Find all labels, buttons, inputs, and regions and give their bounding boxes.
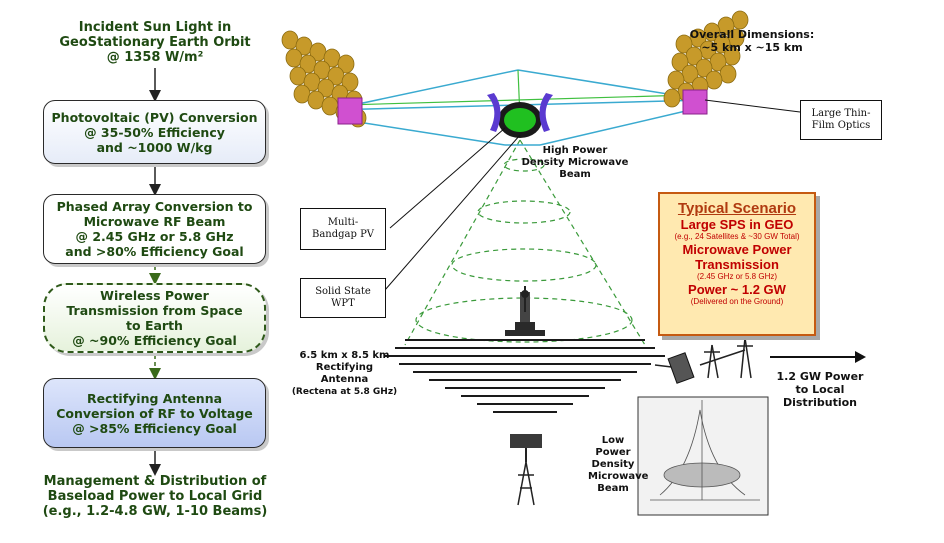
dimensions-line-2: ~5 km x ~15 km — [701, 41, 803, 54]
mirror-element — [667, 70, 685, 90]
left-reflector — [487, 93, 501, 132]
top-tower — [521, 286, 529, 312]
flow-bottom-text: Management & Distribution of Baseload Po… — [30, 474, 280, 519]
bottom-line-2: Baseload Power to Local Grid — [47, 489, 263, 504]
dimensions-line-1: Overall Dimensions: — [689, 28, 815, 41]
top-line-2: GeoStationary Earth Orbit — [59, 35, 251, 50]
box2-line-2: Microwave RF Beam — [83, 214, 226, 229]
pv-conversion-box: Photovoltaic (PV) Conversion @ 35-50% Ef… — [43, 100, 266, 164]
rectenna-line-3: Antenna — [320, 374, 369, 385]
output-line-3: Distribution — [782, 396, 858, 409]
output-line-2: to Local — [795, 383, 845, 396]
high-power-line-2: Density Microwave — [521, 157, 629, 168]
wireless-transmission-box: Wireless Power Transmission from Space t… — [43, 283, 266, 353]
mirror-element — [663, 88, 681, 108]
mirror-element — [675, 34, 693, 54]
box4-line-3: @ >85% Efficiency Goal — [72, 420, 237, 436]
mirror-element — [731, 10, 749, 30]
low-power-line-3: Density — [591, 459, 635, 470]
mirror-element — [321, 96, 339, 116]
phased-array-box: Phased Array Conversion to Microwave RF … — [43, 194, 266, 264]
mirror-element — [337, 54, 355, 74]
mirror-element — [705, 70, 723, 90]
low-power-plot — [637, 396, 769, 516]
scenario-line-6: (Delivered on the Ground) — [690, 297, 784, 306]
mirror-element — [293, 84, 311, 104]
top-line-3: @ 1358 W/m² — [106, 50, 204, 65]
converter-box — [667, 352, 695, 384]
box4-line-1: Rectifying Antenna — [86, 390, 223, 406]
box2-line-4: and >80% Efficiency Goal — [65, 244, 244, 259]
output-line-1: 1.2 GW Power — [776, 370, 864, 383]
output-label: 1.2 GW Power to Local Distribution — [770, 370, 870, 409]
microwave-beam — [404, 139, 646, 346]
rectenna-label: 6.5 km x 8.5 km Rectifying Antenna (Rect… — [282, 350, 407, 398]
low-power-line-5: Beam — [597, 483, 629, 494]
scenario-line-4: (2.45 GHz or 5.8 GHz) — [696, 272, 778, 281]
low-power-line-4: Microwave — [588, 471, 649, 482]
mirror-element — [285, 48, 303, 68]
multi-bandgap-line-1: Multi- — [327, 217, 359, 228]
thin-film-callout: Large Thin- Film Optics — [800, 100, 882, 140]
transmitter-dish — [504, 108, 536, 132]
mirror-element — [671, 52, 689, 72]
high-power-line-3: Beam — [559, 169, 591, 180]
box3-line-3: to Earth — [126, 318, 183, 333]
solid-state-line-2: WPT — [331, 298, 355, 309]
solid-state-callout: Solid State WPT — [300, 278, 386, 318]
box3-line-1: Wireless Power — [100, 288, 209, 303]
rectifying-antenna-box: Rectifying Antenna Conversion of RF to V… — [43, 378, 266, 448]
rectenna-line-4: (Rectena at 5.8 GHz) — [291, 387, 398, 397]
thin-film-line-1: Large Thin- — [811, 108, 871, 119]
rectenna-plates — [385, 339, 665, 413]
box3-line-2: Transmission from Space — [66, 303, 243, 318]
box1-line-1: Photovoltaic (PV) Conversion — [51, 109, 258, 125]
mirror-element — [341, 72, 359, 92]
high-power-label: High Power Density Microwave Beam — [520, 145, 630, 181]
mirror-element — [289, 66, 307, 86]
box2-line-3: @ 2.45 GHz or 5.8 GHz — [75, 229, 234, 244]
box1-line-2: @ 35-50% Efficiency — [84, 124, 225, 140]
thin-film-line-2: Film Optics — [811, 120, 871, 131]
box2-line-1: Phased Array Conversion to — [56, 199, 253, 214]
multi-bandgap-callout: Multi- Bandgap PV — [300, 208, 386, 250]
scenario-title: Typical Scenario — [677, 200, 797, 217]
box4-line-2: Conversion of RF to Voltage — [56, 405, 253, 421]
right-pv-panel — [682, 89, 708, 115]
right-reflector — [539, 93, 553, 132]
bottom-line-3: (e.g., 1.2-4.8 GW, 1-10 Beams) — [42, 504, 268, 519]
mirror-element — [719, 64, 737, 84]
top-line-1: Incident Sun Light in — [78, 20, 232, 35]
scenario-line-1: Large SPS in GEO — [680, 217, 794, 232]
dimensions-label: Overall Dimensions: ~5 km x ~15 km — [672, 28, 832, 54]
flow-arrows — [149, 68, 161, 476]
solid-state-line-1: Solid State — [315, 286, 371, 297]
typical-scenario-box: Typical Scenario Large SPS in GEO (e.g.,… — [658, 192, 816, 336]
scenario-line-5: Power ~ 1.2 GW — [688, 282, 786, 297]
distribution-towers — [699, 337, 753, 379]
scenario-line-3a: Microwave Power — [682, 242, 792, 257]
rectenna-line-1: 6.5 km x 8.5 km — [299, 350, 390, 361]
scenario-line-2: (e.g., 24 Satellites & ~30 GW Total) — [674, 232, 800, 241]
low-power-line-1: Low — [601, 435, 625, 446]
multi-bandgap-line-2: Bandgap PV — [311, 229, 375, 240]
left-pv-panel — [337, 97, 363, 125]
bottom-line-1: Management & Distribution of — [43, 474, 267, 489]
mirror-element — [307, 90, 325, 110]
ground-receiver — [510, 434, 542, 448]
high-power-line-1: High Power — [542, 145, 608, 156]
low-power-label: Low Power Density Microwave Beam — [588, 435, 649, 495]
scenario-line-3b: Transmission — [695, 257, 779, 272]
rectenna-line-2: Rectifying — [315, 362, 374, 373]
box3-line-4: @ ~90% Efficiency Goal — [72, 333, 237, 348]
transmission-tower-bottom — [517, 461, 535, 506]
flow-top-text: Incident Sun Light in GeoStationary Eart… — [40, 20, 270, 65]
low-power-line-2: Power — [595, 447, 631, 458]
mirror-element — [281, 30, 299, 50]
box1-line-3: and ~1000 W/kg — [96, 139, 213, 155]
